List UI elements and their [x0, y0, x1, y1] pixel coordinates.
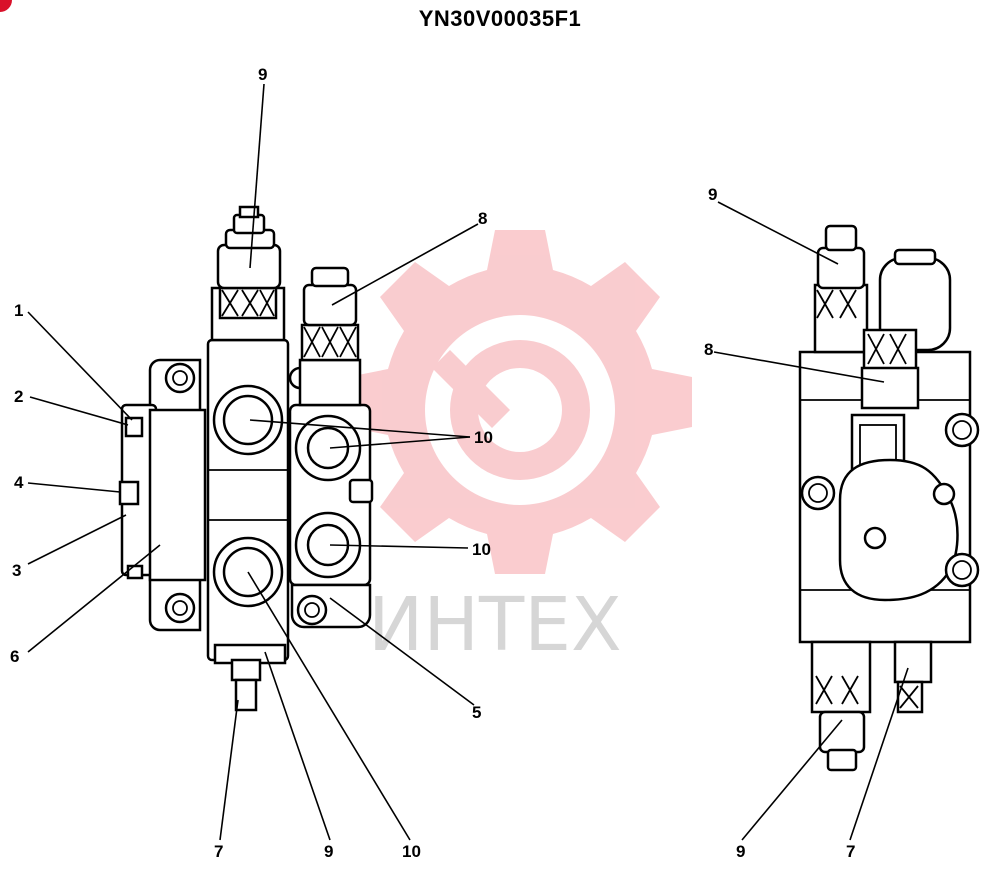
callout-10-middle: 10 — [472, 540, 491, 559]
callout-8: 8 — [478, 209, 487, 228]
leader-lines — [27, 83, 909, 841]
callout-9-right-top: 9 — [708, 185, 717, 204]
callout-5: 5 — [472, 703, 481, 722]
watermark-text: ИНТЕХ — [368, 582, 622, 668]
drawing-title: YN30V00035F1 — [418, 6, 582, 31]
callout-9-top: 9 — [258, 65, 267, 84]
callout-8-right: 8 — [704, 340, 713, 359]
callout-10-bottom: 10 — [402, 842, 421, 861]
callout-7-left: 7 — [214, 842, 223, 861]
callout-1: 1 — [14, 301, 23, 320]
right-valve-view — [798, 224, 980, 772]
callout-9-bottom: 9 — [324, 842, 333, 861]
callout-4: 4 — [14, 473, 24, 492]
callout-3: 3 — [12, 561, 21, 580]
callout-7-right: 7 — [846, 842, 855, 861]
left-valve-view — [118, 205, 374, 712]
watermark-gear-icon — [348, 230, 692, 574]
callout-labels: 1 2 4 3 6 9 8 10 10 5 7 9 10 9 8 9 7 — [10, 65, 855, 861]
callout-6: 6 — [10, 647, 19, 666]
callout-9-right-bottom: 9 — [736, 842, 745, 861]
callout-2: 2 — [14, 387, 23, 406]
callout-10-upper: 10 — [474, 428, 493, 447]
